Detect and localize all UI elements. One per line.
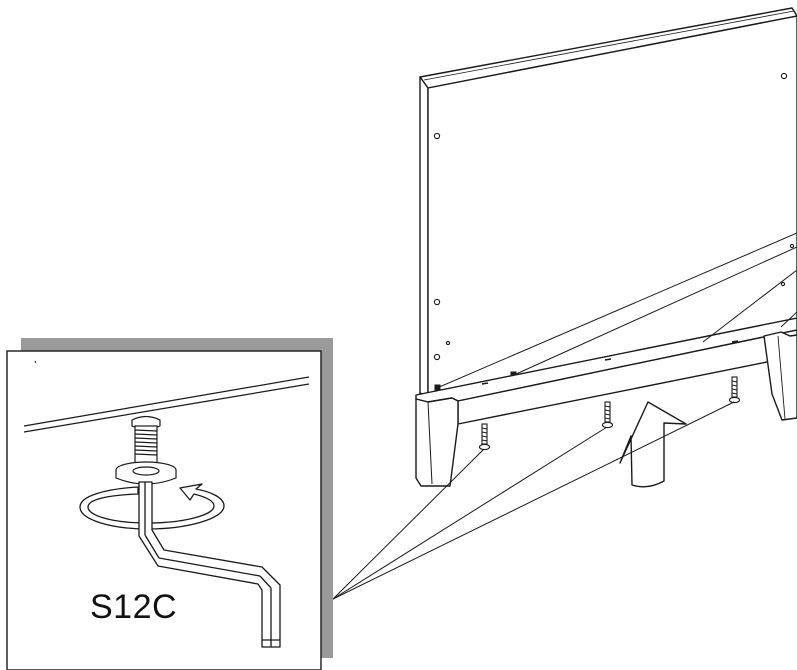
bolt-center	[601, 401, 614, 429]
leader-lines-brackets	[436, 232, 797, 389]
up-arrow-icon	[619, 401, 687, 488]
bolts	[478, 376, 741, 451]
part-code-label: S12C	[90, 588, 178, 626]
callout-bolt	[115, 415, 177, 485]
callout-rail-edge	[23, 376, 310, 433]
detail-callout	[6, 338, 333, 670]
bolt-right	[728, 376, 741, 404]
panel-holes	[433, 72, 795, 361]
bottom-rail	[415, 317, 797, 487]
allen-key-icon	[138, 481, 281, 648]
leader-lines-bolts	[332, 401, 735, 600]
rotate-arrow-icon	[79, 483, 225, 530]
bolt-left	[478, 423, 491, 451]
